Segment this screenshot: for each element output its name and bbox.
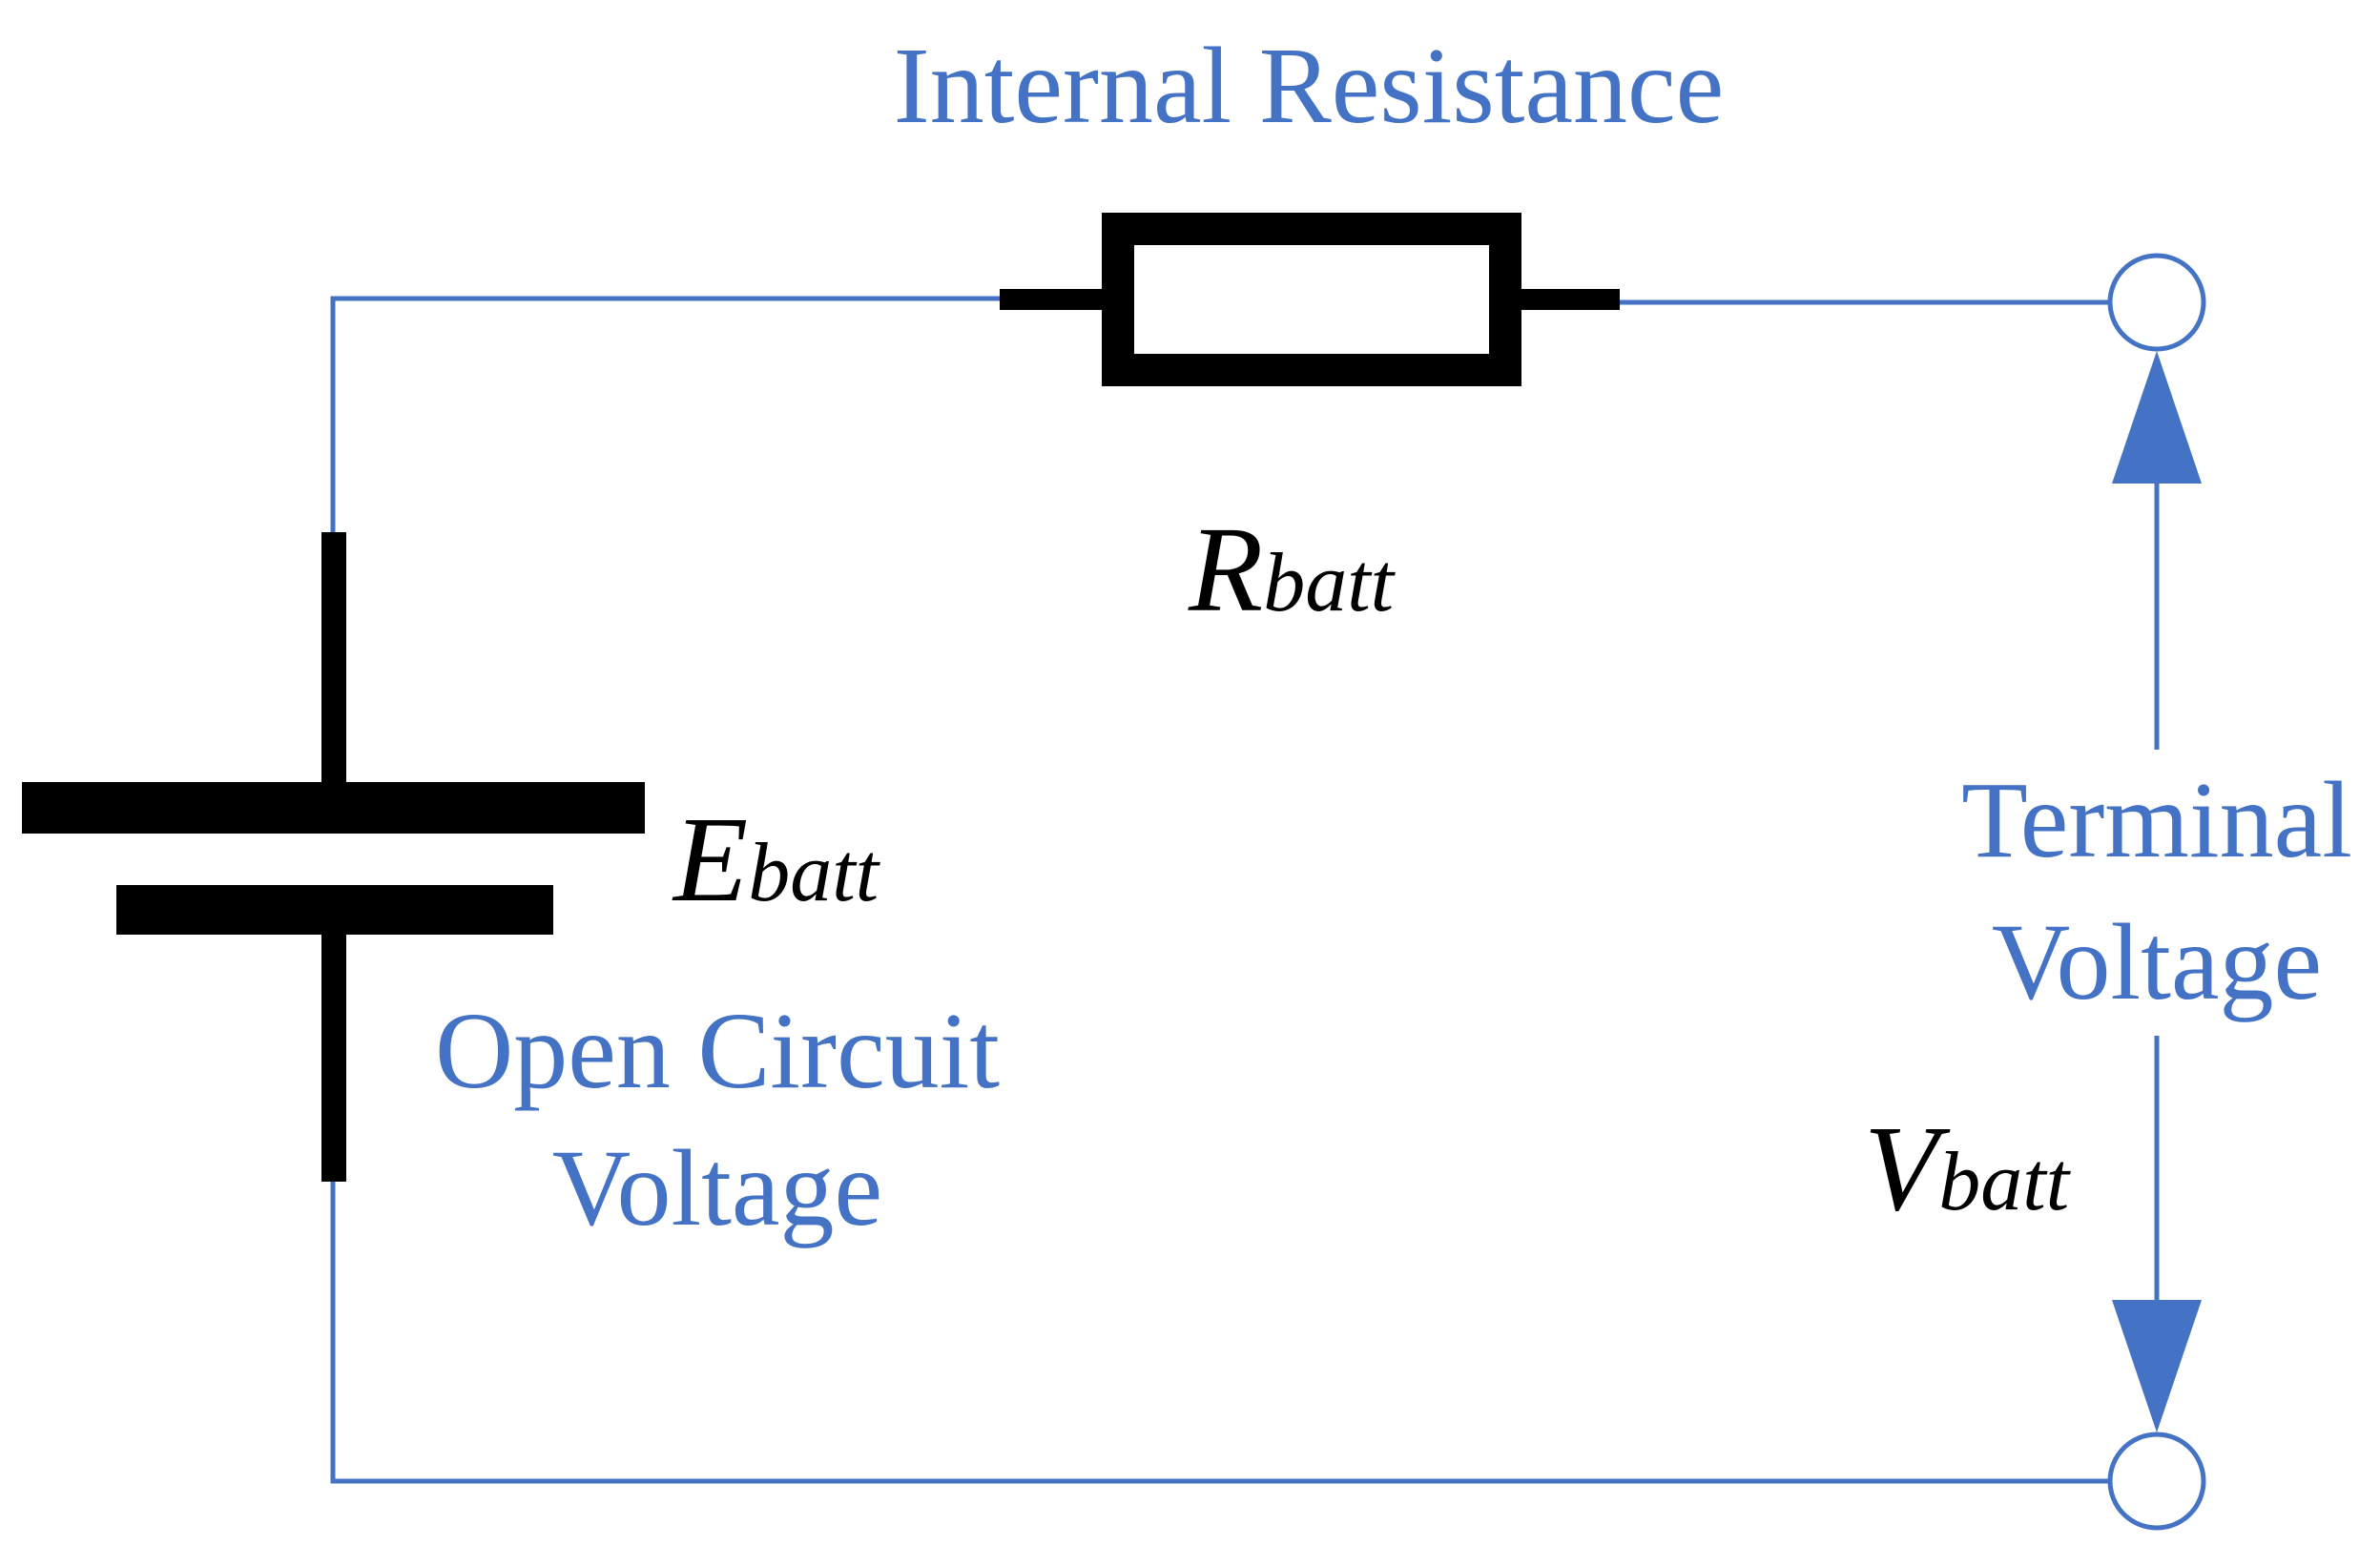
resistor — [1000, 213, 1620, 386]
terminal-symbol-sub: batt — [1938, 1136, 2071, 1228]
terminal-top — [2107, 253, 2206, 352]
battery-lead-top — [321, 532, 346, 792]
arrowhead-down — [2112, 1300, 2202, 1432]
terminal-voltage-label-line1: Terminal — [1961, 759, 2352, 880]
resistor-symbol: Rbatt — [1188, 502, 1397, 637]
open-circuit-label-line1: Open Circuit — [435, 990, 1000, 1111]
battery-symbol-main: E — [672, 792, 748, 927]
terminal-bottom — [2107, 1432, 2206, 1531]
resistor-symbol-sub: batt — [1263, 537, 1396, 629]
terminal-symbol-main: V — [1864, 1101, 1951, 1236]
battery-long-plate — [22, 782, 645, 834]
resistor-symbol-main: R — [1188, 502, 1263, 637]
terminal-symbol: Vbatt — [1864, 1101, 2072, 1236]
symbols: Rbatt Ebatt Vbatt — [672, 502, 2072, 1236]
battery-short-plate — [116, 885, 553, 935]
blue-labels: Internal Resistance Open Circuit Voltage… — [435, 25, 2352, 1248]
wires — [330, 296, 2160, 1484]
open-circuit-label-line2: Voltage — [552, 1127, 882, 1248]
battery — [22, 532, 645, 1182]
resistor-body — [1102, 213, 1521, 386]
internal-resistance-label: Internal Resistance — [894, 25, 1724, 146]
arrowhead-up — [2112, 351, 2202, 484]
battery-symbol: Ebatt — [672, 792, 881, 927]
battery-lead-bottom — [321, 933, 346, 1182]
terminal-voltage-label-line2: Voltage — [1992, 901, 2322, 1022]
battery-symbol-sub: batt — [748, 827, 880, 919]
wire-bottom — [330, 1180, 2108, 1484]
wire-top-left — [330, 296, 1000, 532]
